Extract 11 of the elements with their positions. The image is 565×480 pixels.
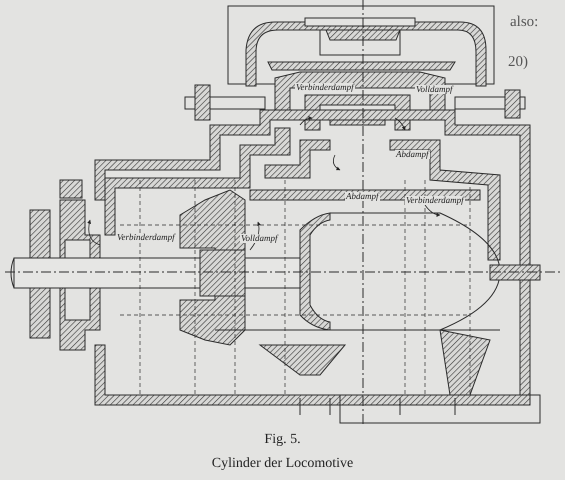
- part-label: Abdampf: [395, 150, 430, 159]
- part-label: Verbinderdampf: [405, 196, 465, 205]
- figure-caption: Cylinder der Locomotive: [212, 456, 354, 472]
- part-label: Volldampf: [240, 234, 279, 243]
- page-text: also:: [510, 15, 538, 30]
- part-label: Volldampf: [415, 85, 454, 94]
- figure-title: Fig. 5.: [264, 432, 301, 448]
- part-label: Abdampf: [345, 192, 380, 201]
- part-label: Verbinderdampf: [295, 83, 355, 92]
- equation-number: 20): [508, 55, 528, 70]
- part-label: Verbinderdampf: [116, 233, 176, 242]
